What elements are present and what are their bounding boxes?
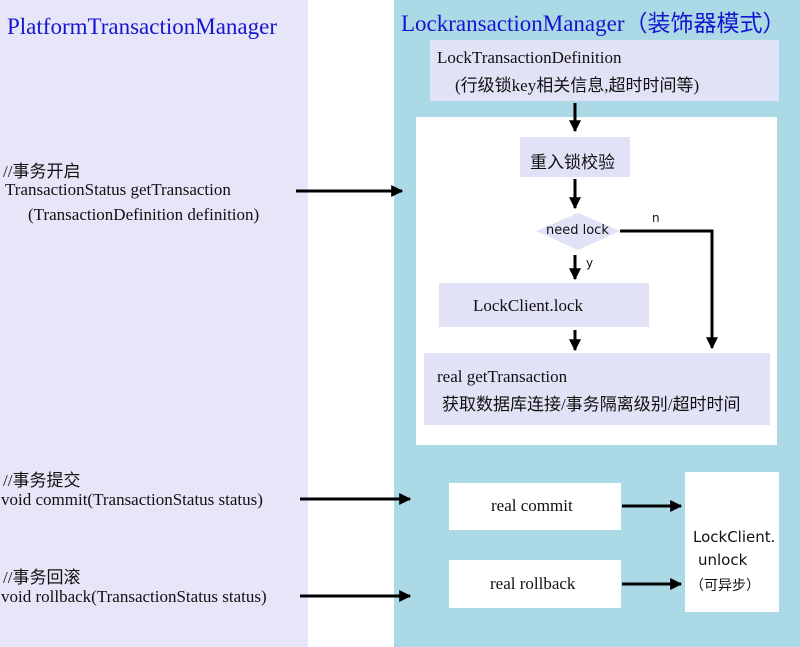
right-panel-title: LockransactionManager（装饰器模式） bbox=[401, 11, 786, 36]
lock-client-lock-box bbox=[439, 283, 649, 327]
real-get-transaction-line2: 获取数据库连接/事务隔离级别/超时时间 bbox=[442, 395, 741, 414]
need-lock-decision-diamond bbox=[536, 213, 620, 250]
lock-client-unlock-box bbox=[685, 472, 779, 612]
real-get-transaction-line1: real getTransaction bbox=[437, 367, 568, 386]
lock-client-lock-label: LockClient.lock bbox=[473, 296, 584, 315]
real-rollback-label: real rollback bbox=[490, 574, 576, 593]
real-commit-label: real commit bbox=[491, 496, 573, 515]
decision-no-label: n bbox=[652, 211, 660, 225]
lock-transaction-definition-box bbox=[430, 40, 779, 101]
rollback-signature: void rollback(TransactionStatus status) bbox=[1, 587, 267, 606]
unlock-line1: LockClient. bbox=[693, 528, 776, 546]
definition-line2: (行级锁key相关信息,超时时间等) bbox=[455, 76, 700, 95]
real-rollback-box bbox=[449, 560, 621, 608]
begin-signature-line1: TransactionStatus getTransaction bbox=[5, 180, 231, 199]
commit-signature: void commit(TransactionStatus status) bbox=[1, 490, 263, 509]
reentrant-lock-check-box bbox=[520, 137, 630, 177]
reentrant-lock-check-label: 重入锁校验 bbox=[530, 153, 615, 172]
real-commit-box bbox=[449, 483, 621, 530]
decision-yes-label: y bbox=[586, 256, 594, 270]
commit-comment: //事务提交 bbox=[3, 471, 81, 490]
rollback-comment: //事务回滚 bbox=[3, 568, 81, 587]
need-lock-label: need lock bbox=[546, 223, 609, 238]
begin-signature-line2: (TransactionDefinition definition) bbox=[28, 205, 260, 224]
begin-comment: //事务开启 bbox=[3, 162, 81, 181]
unlock-line2: unlock bbox=[698, 551, 748, 569]
unlock-line3: （可异步） bbox=[690, 578, 760, 594]
arrow-decision-no bbox=[620, 229, 718, 350]
platform-transaction-manager-panel bbox=[0, 0, 308, 647]
definition-line1: LockTransactionDefinition bbox=[437, 48, 622, 67]
left-panel-title: PlatformTransactionManager bbox=[7, 14, 277, 39]
real-get-transaction-box bbox=[424, 353, 770, 425]
